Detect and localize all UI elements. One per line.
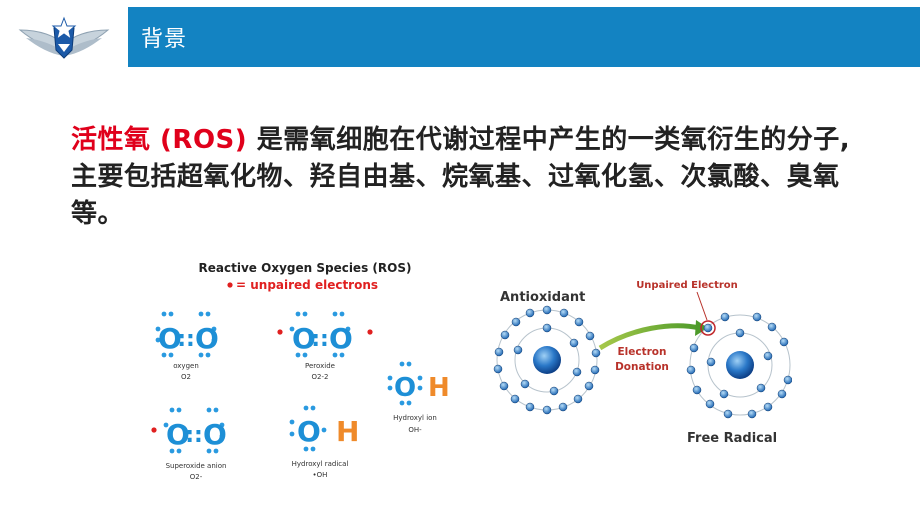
ros-legend-text: = unpaired electrons [236, 278, 378, 292]
free-radical-atom [686, 312, 792, 419]
nucleus-icon [726, 351, 754, 379]
logo-panel [0, 0, 128, 75]
donation-arrow [598, 323, 701, 351]
ros-term: 活性氧 (ROS) [71, 125, 248, 155]
oxygen-atom-symbol: O [158, 322, 182, 355]
bond-symbol: :: [185, 423, 203, 448]
unpaired-electron-highlight [700, 320, 716, 336]
oxygen-atom-symbol: O [166, 418, 190, 451]
oxygen-atom-symbol: O [195, 322, 219, 355]
wings-logo-icon [18, 16, 110, 59]
legend-dot-icon [227, 282, 233, 288]
bond-symbol: :: [177, 327, 195, 352]
oxygen-atom-symbol: O [203, 418, 227, 451]
oxygen-molecule: O O :: oxygen O2 [155, 311, 219, 381]
antioxidant-label: Antioxidant [500, 290, 585, 305]
donation-label-2: Donation [615, 361, 669, 373]
oxygen-atom-symbol: O [297, 415, 321, 448]
paragraph-text: 是需氧细胞在代谢过程中产生的一类氧衍生的分子, 主要包括超氧化物、羟自由基、烷氧… [71, 125, 851, 229]
electron-donation-figure: Antioxidant Electron Donation Unpaired E… [493, 280, 792, 446]
molecule-formula: O2-2 [312, 373, 329, 381]
hydroxyl-radical-molecule: O H Hydroxyl radical •OH [289, 405, 359, 479]
hydroxyl-ion-molecule: O H Hydroxyl ion OH- [387, 361, 450, 434]
hydrogen-atom-symbol: H [428, 373, 450, 403]
molecule-formula: O2- [190, 473, 203, 481]
molecule-label: Hydroxyl ion [393, 414, 437, 422]
donation-label-1: Electron [617, 346, 666, 358]
molecule-formula: •OH [313, 471, 328, 479]
antioxidant-atom [493, 305, 601, 415]
molecule-formula: O2 [181, 373, 191, 381]
unpaired-pointer-line [696, 291, 708, 321]
molecule-label: Superoxide anion [166, 462, 227, 470]
ros-molecules-figure: Reactive Oxygen Species (ROS) = unpaired… [151, 261, 450, 481]
page-title: 背景 [141, 27, 188, 52]
oxygen-atom-symbol: O [292, 322, 316, 355]
molecule-label: Peroxide [305, 362, 335, 370]
superoxide-molecule: O O :: Superoxide anion O2- [151, 407, 227, 481]
peroxide-molecule: O O :: Peroxide O2-2 [277, 311, 373, 381]
molecule-label: oxygen [173, 362, 199, 370]
nucleus-icon [533, 346, 561, 374]
unpaired-electron-icon [367, 329, 373, 335]
free-radical-label: Free Radical [687, 431, 777, 446]
header-bar [0, 7, 920, 67]
bond-symbol: :: [311, 327, 329, 352]
intro-paragraph: 活性氧 (ROS) 是需氧细胞在代谢过程中产生的一类氧衍生的分子, 主要包括超氧… [71, 122, 851, 233]
hydrogen-atom-symbol: H [336, 415, 359, 448]
molecule-formula: OH- [408, 426, 422, 434]
unpaired-electron-label: Unpaired Electron [636, 280, 738, 291]
oxygen-atom-symbol: O [394, 373, 416, 403]
ros-figure-title: Reactive Oxygen Species (ROS) [199, 261, 412, 275]
unpaired-electron-icon [151, 427, 157, 433]
molecule-label: Hydroxyl radical [292, 460, 349, 468]
oxygen-atom-symbol: O [329, 322, 353, 355]
unpaired-electron-icon [277, 329, 283, 335]
